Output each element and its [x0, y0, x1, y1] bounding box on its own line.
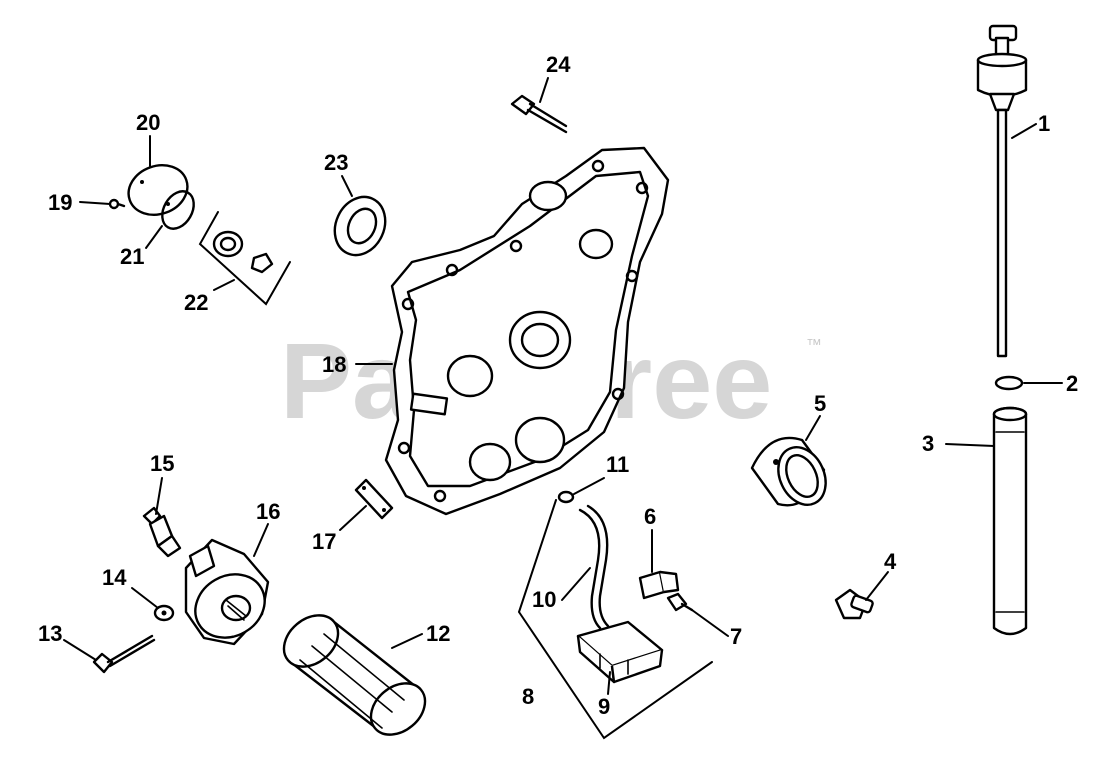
callout-19: 19 [48, 190, 72, 215]
callout-11: 11 [606, 452, 629, 477]
part-screw-19[interactable] [108, 198, 126, 210]
group-bracket-8 [518, 499, 713, 740]
callout-3: 3 [922, 431, 934, 456]
callout-1: 1 [1038, 111, 1050, 136]
callout-13: 13 [38, 621, 62, 646]
part-oil-pump-gears[interactable] [198, 211, 291, 306]
callout-5: 5 [814, 391, 826, 416]
callout-24: 24 [546, 52, 571, 77]
watermark-trademark: ™ [806, 337, 822, 354]
part-dipstick[interactable] [976, 24, 1028, 358]
callout-9: 9 [598, 694, 610, 719]
part-cover-plate[interactable] [122, 157, 195, 223]
part-pickup-screen[interactable] [576, 620, 664, 684]
part-closure-plate[interactable] [384, 146, 670, 516]
part-oil-filter[interactable] [274, 605, 435, 745]
callout-10: 10 [532, 587, 556, 612]
callout-23: 23 [324, 150, 348, 175]
part-screw-7[interactable] [666, 592, 694, 612]
part-clip[interactable] [638, 570, 680, 600]
part-bushing[interactable] [750, 436, 835, 513]
part-drain-plug[interactable] [834, 588, 874, 620]
callout-14: 14 [102, 565, 127, 590]
part-pressure-switch[interactable] [142, 506, 182, 558]
part-bolt-24[interactable] [510, 94, 568, 134]
part-gasket[interactable] [354, 478, 394, 520]
callout-7: 7 [730, 624, 742, 649]
part-long-bolt[interactable] [92, 634, 156, 674]
callout-21: 21 [120, 244, 144, 269]
part-washer[interactable] [153, 604, 175, 622]
callout-2: 2 [1066, 371, 1078, 396]
part-oil-seal[interactable] [326, 189, 395, 264]
part-filter-adapter[interactable] [184, 538, 276, 650]
part-o-ring-small[interactable] [994, 375, 1024, 391]
leader-lines [63, 77, 1063, 695]
callout-8: 8 [522, 684, 534, 709]
callout-12: 12 [426, 621, 450, 646]
callout-4: 4 [884, 549, 897, 574]
part-o-ring-11[interactable] [557, 490, 575, 504]
callout-6: 6 [644, 504, 656, 529]
callout-15: 15 [150, 451, 174, 476]
callout-17: 17 [312, 529, 336, 554]
callout-20: 20 [136, 110, 160, 135]
part-o-ring-21[interactable] [156, 186, 200, 235]
callout-22: 22 [184, 290, 208, 315]
part-dipstick-tube[interactable] [992, 406, 1028, 636]
callout-18: 18 [322, 352, 346, 377]
callout-16: 16 [256, 499, 280, 524]
part-pickup-tube[interactable] [578, 504, 610, 630]
